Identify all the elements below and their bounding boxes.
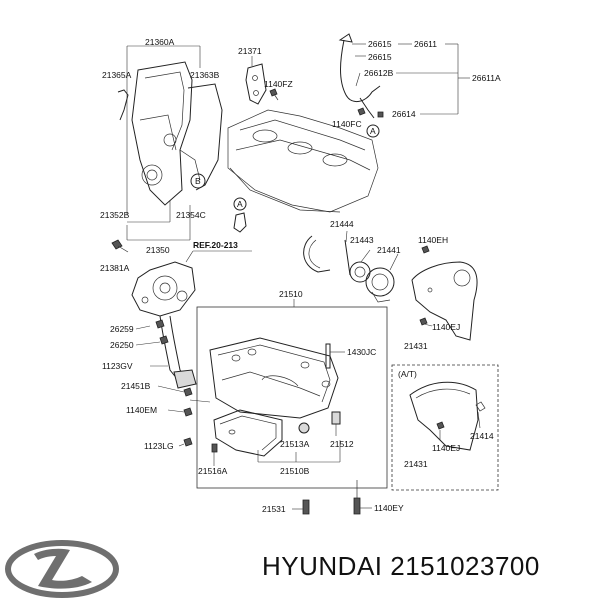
- label-1140EM: 1140EM: [126, 405, 157, 415]
- bottom-bolts: [292, 480, 372, 515]
- label-21360A: 21360A: [145, 37, 175, 47]
- label-21510: 21510: [279, 289, 303, 299]
- part-number: 2151023700: [390, 551, 540, 581]
- label-21352B: 21352B: [100, 210, 130, 220]
- cylinder-head-outline: [227, 109, 379, 213]
- label-21381A: 21381A: [100, 263, 130, 273]
- label-at: (A/T): [398, 369, 417, 379]
- label-1140EJ-bottom: 1140EJ: [432, 443, 460, 453]
- label-1140FZ: 1140FZ: [264, 79, 293, 89]
- label-21414: 21414: [470, 431, 494, 441]
- brand-name: HYUNDAI: [262, 551, 383, 581]
- label-21516A: 21516A: [198, 466, 228, 476]
- callout-a-mid-group: A: [233, 197, 247, 233]
- at-box: [391, 364, 499, 491]
- oil-pump-group: [131, 261, 197, 389]
- label-26615-a: 26615: [368, 39, 392, 49]
- bracket-21371: [245, 56, 279, 105]
- label-21354C: 21354C: [176, 210, 206, 220]
- dipstick-group: A: [338, 33, 470, 138]
- label-26611A: 26611A: [472, 73, 501, 83]
- label-26615-b: 26615: [368, 52, 392, 62]
- label-26611: 26611: [414, 39, 437, 49]
- label-1140EJ-top: 1140EJ: [432, 322, 460, 332]
- rear-plate-group: [411, 261, 478, 341]
- label-21531: 21531: [262, 504, 286, 514]
- label-21431-top: 21431: [404, 341, 428, 351]
- brand-part-number: HYUNDAI 2151023700: [262, 551, 540, 582]
- label-26259: 26259: [110, 324, 134, 334]
- label-26614: 26614: [392, 109, 416, 119]
- label-26612B: 26612B: [364, 68, 394, 78]
- label-1123GV: 1123GV: [102, 361, 133, 371]
- seal-group: [303, 230, 430, 303]
- oil-pan-box: [157, 299, 388, 489]
- hyundai-logo-icon: [5, 540, 119, 598]
- label-ref-20-213: REF.20-213: [193, 240, 238, 250]
- label-1140EH: 1140EH: [418, 235, 448, 245]
- label-26250: 26250: [110, 340, 134, 350]
- label-1123LG: 1123LG: [144, 441, 174, 451]
- timing-cover-group: B: [111, 45, 223, 253]
- label-21510B: 21510B: [280, 466, 310, 476]
- label-1140FC: 1140FC: [332, 119, 362, 129]
- label-21444: 21444: [330, 219, 354, 229]
- callout-b: B: [195, 176, 201, 186]
- callout-a-mid: A: [237, 199, 243, 209]
- label-21513A: 21513A: [280, 439, 310, 449]
- label-1430JC: 1430JC: [347, 347, 376, 357]
- label-21371: 21371: [238, 46, 262, 56]
- label-21512: 21512: [330, 439, 354, 449]
- part-labels: 21360A 21365A 21363B 21371 1140FZ 26615 …: [100, 37, 501, 514]
- label-21443: 21443: [350, 235, 374, 245]
- label-21365A: 21365A: [102, 70, 132, 80]
- label-21363B: 21363B: [190, 70, 220, 80]
- label-21451B: 21451B: [121, 381, 151, 391]
- label-21350: 21350: [146, 245, 170, 255]
- label-1140EY: 1140EY: [374, 503, 404, 513]
- label-21441: 21441: [377, 245, 401, 255]
- label-21431-bottom: 21431: [404, 459, 428, 469]
- callout-a-top: A: [370, 126, 376, 136]
